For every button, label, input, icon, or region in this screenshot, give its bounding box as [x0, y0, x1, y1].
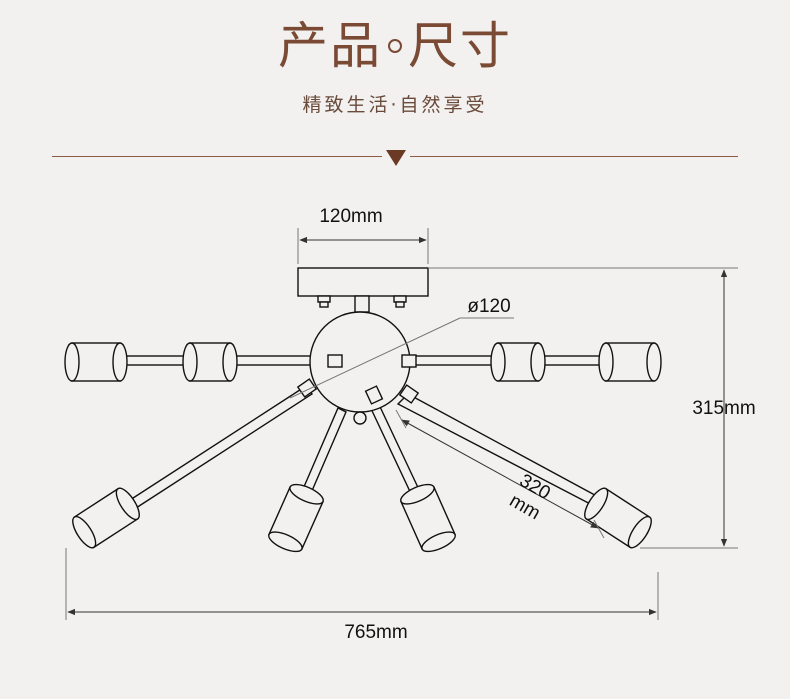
canopy-width-dimension: 120mm [297, 206, 429, 264]
lamp-holder-lower-center-right [400, 483, 456, 553]
sphere [296, 311, 420, 425]
page-title: 产品尺寸 [0, 16, 790, 76]
lamp-holder-lower-left [72, 487, 140, 549]
divider-left [52, 156, 382, 157]
triangle-down-icon [386, 150, 406, 166]
title-part-2: 尺寸 [408, 17, 512, 75]
total-width-label: 765mm [344, 622, 407, 643]
canopy [297, 267, 429, 313]
lamp-holder-lower-center-left [268, 483, 324, 553]
lamp-holder-far-left [64, 342, 128, 382]
height-label: 315mm [692, 398, 755, 419]
sphere-diameter-dimension: ø120 [289, 296, 514, 399]
divider-right [410, 156, 738, 157]
page-subtitle: 精致生活·自然享受 [302, 94, 488, 116]
title-part-1: 产品 [278, 17, 382, 75]
lamp-holder-far-right [598, 342, 662, 382]
sphere-diameter-label: ø120 [467, 296, 510, 317]
lamp-holder-inner-right [490, 342, 546, 382]
title-dot-icon [388, 39, 402, 53]
canopy-width-label: 120mm [319, 206, 382, 227]
height-dimension: 315mm [428, 267, 756, 549]
total-width-dimension: 765mm [65, 548, 659, 643]
lamp-holder-inner-left [182, 342, 238, 382]
